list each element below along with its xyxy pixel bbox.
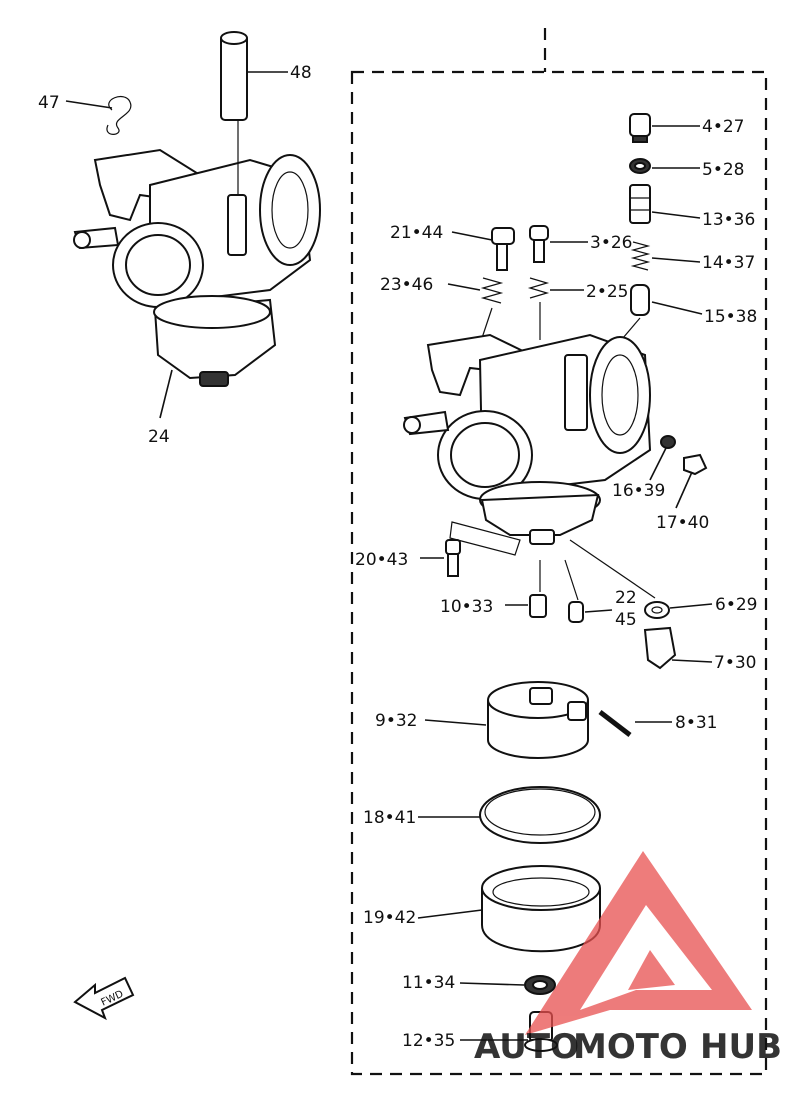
bowl-gasket: [479, 786, 601, 844]
label-7-30: 7•30: [714, 653, 756, 673]
screw-set-top: [480, 225, 550, 304]
needle-jet-stack: [629, 113, 651, 316]
label-18-41: 18•41: [363, 808, 416, 828]
label-12-35: 12•35: [402, 1031, 455, 1051]
label-2-25: 2•25: [586, 282, 628, 302]
watermark-wordmark: AUTO MOTO HUB: [474, 1027, 782, 1067]
small-parts-middle: [445, 435, 708, 670]
label-11-34: 11•34: [402, 973, 455, 993]
part-labels: 48 47 24 4•27 5•28 13•36 14•37 15•38 21•…: [38, 63, 757, 1051]
label-9-32: 9•32: [375, 711, 417, 731]
label-10-33: 10•33: [440, 597, 493, 617]
carburetor-assembly-left: [73, 31, 321, 387]
label-8-31: 8•31: [675, 713, 717, 733]
watermark-logo: [525, 851, 752, 1035]
watermark-text-auto: AUTO: [474, 1027, 579, 1067]
label-24: 24: [148, 427, 170, 447]
label-48: 48: [290, 63, 312, 83]
float-ring: [487, 681, 632, 759]
label-17-40: 17•40: [656, 513, 709, 533]
forward-arrow-icon: FWD: [73, 976, 135, 1021]
label-20-43: 20•43: [355, 550, 408, 570]
assembly-boundary: [350, 28, 768, 1076]
label-13-36: 13•36: [702, 210, 755, 230]
watermark-text-moto: MOTO: [573, 1027, 688, 1067]
label-21-44: 21•44: [390, 223, 443, 243]
label-23-46: 23•46: [380, 275, 433, 295]
label-16-39: 16•39: [612, 481, 665, 501]
label-19-42: 19•42: [363, 908, 416, 928]
label-5-28: 5•28: [702, 160, 744, 180]
label-14-37: 14•37: [702, 253, 755, 273]
label-45: 45: [615, 610, 637, 630]
carburetor-body-exploded: [403, 333, 652, 545]
label-6-29: 6•29: [715, 595, 757, 615]
label-47: 47: [38, 93, 60, 113]
label-22: 22: [615, 588, 637, 608]
label-3-26: 3•26: [590, 233, 632, 253]
watermark-triangle-core: [628, 950, 675, 990]
label-15-38: 15•38: [704, 307, 757, 327]
leader-lines-right: [417, 125, 713, 1041]
label-4-27: 4•27: [702, 117, 744, 137]
assembly-guides: [449, 302, 656, 601]
leader-lines-left: [65, 71, 288, 419]
float-bowl: [481, 865, 601, 953]
watermark-text-hub: HUB: [700, 1027, 782, 1067]
